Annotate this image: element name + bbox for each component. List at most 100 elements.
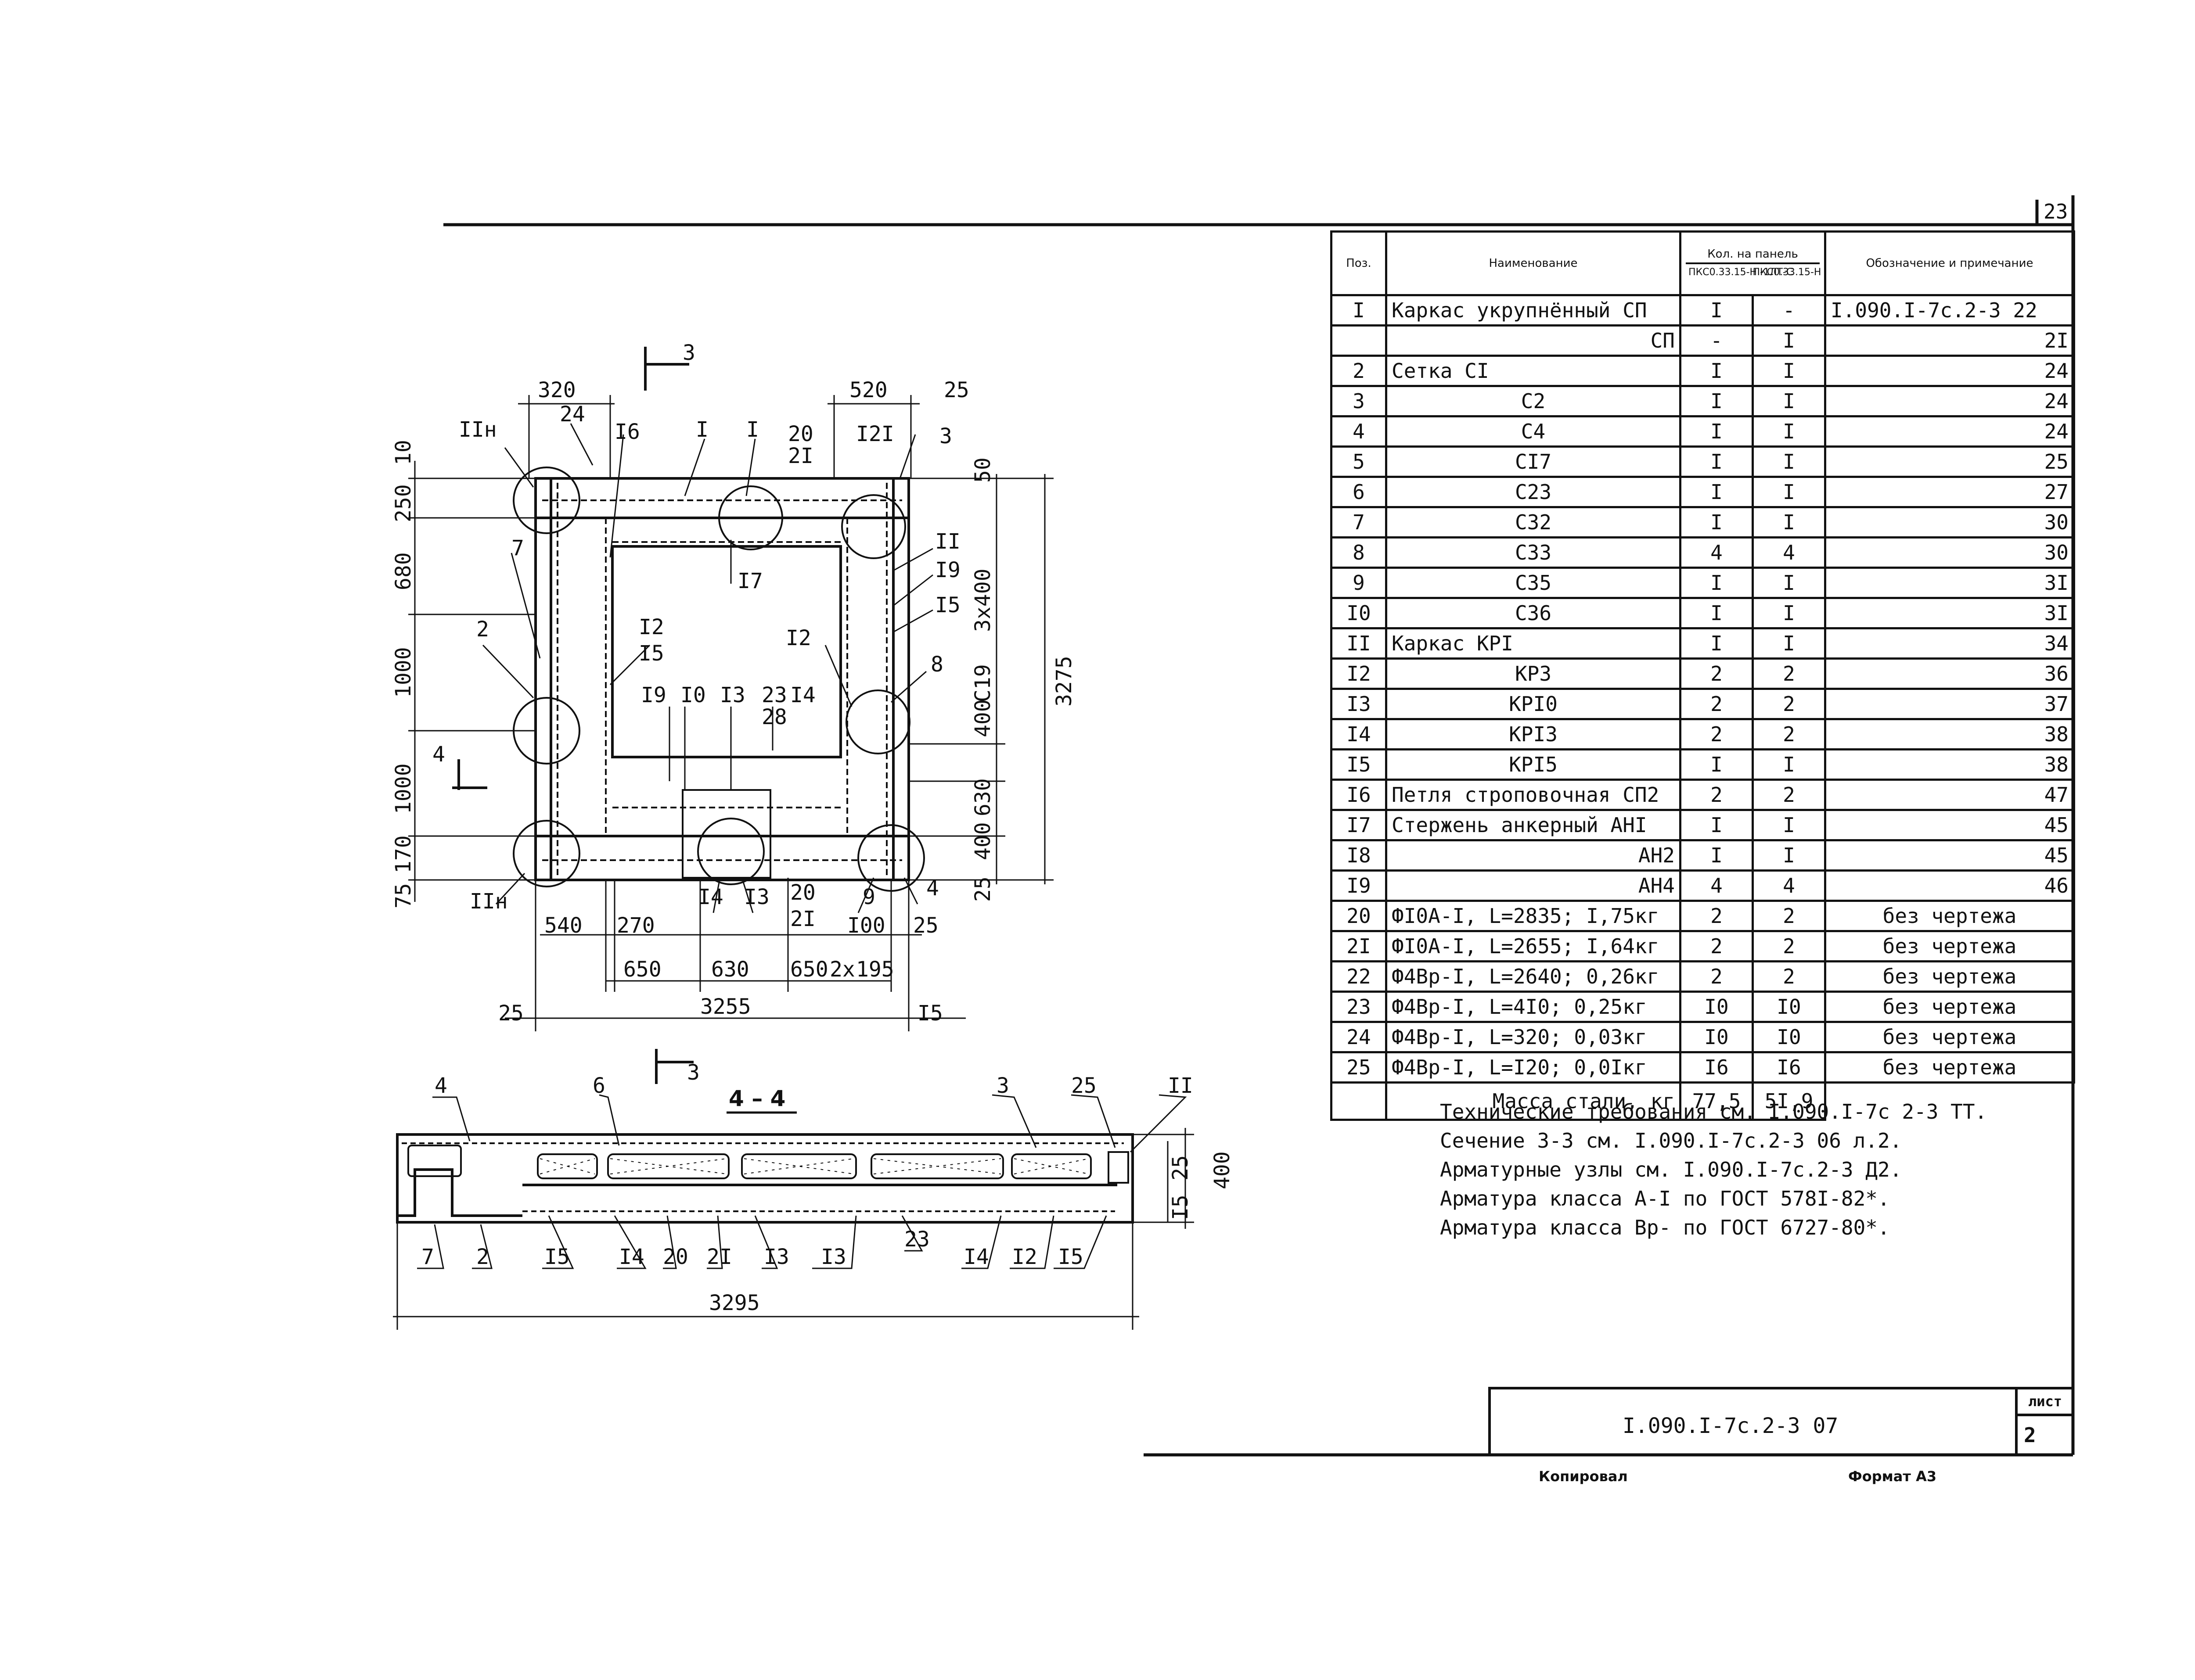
cell-name: Петля строповочная СП2 <box>1385 779 1681 811</box>
dim-right: 400 <box>971 699 995 737</box>
cell-pos: 4 <box>1330 415 1387 448</box>
cell-name: Каркас укрупнённый СП <box>1385 294 1681 327</box>
cell-qty-a: 4 <box>1679 536 1754 569</box>
section-callout: I4 <box>964 1245 989 1269</box>
plan-opening <box>611 545 842 758</box>
footer-copied: Копировал <box>1539 1468 1628 1485</box>
cell-doc: 38 <box>1824 748 2075 781</box>
dim-bottom: 540 <box>544 913 583 938</box>
cell-qty-b: 2 <box>1752 779 1826 811</box>
cell-qty-a: I <box>1679 627 1754 660</box>
header-name: Наименование <box>1385 230 1681 296</box>
section-dim-right: 400 <box>1210 1151 1234 1189</box>
callout: I4 <box>698 885 723 909</box>
section-callout: I3 <box>764 1245 789 1269</box>
cell-pos: I8 <box>1330 839 1387 872</box>
cell-doc: без чертежа <box>1824 900 2075 932</box>
callout: 4 <box>926 876 939 901</box>
cell-doc: без чертежа <box>1824 1021 2075 1053</box>
cell-name: С32 <box>1385 506 1681 538</box>
cell-pos: I <box>1330 294 1387 327</box>
cell-name: С35 <box>1385 567 1681 599</box>
cell-pos: 3 <box>1330 385 1387 417</box>
cell-qty-b: I <box>1752 476 1826 508</box>
cell-name: АН4 <box>1385 869 1681 902</box>
note-line: Арматура класса А-I по ГОСТ 578I-82*. <box>1440 1187 1890 1210</box>
cell-pos <box>1330 324 1387 357</box>
section-mark-bottom: 3 <box>687 1060 700 1085</box>
header-qty: Кол. на панель ПКС0.33.15-Н -1ЛТ-СПКС0.3… <box>1679 230 1826 296</box>
node-circle <box>841 494 906 559</box>
cell-qty-a: 2 <box>1679 960 1754 993</box>
cell-name: КРI0 <box>1385 688 1681 720</box>
cell-qty-a: 2 <box>1679 930 1754 962</box>
cell-doc: 45 <box>1824 839 2075 872</box>
cell-name: ФI0А-I, L=2655; I,64кг <box>1385 930 1681 962</box>
callout: 23 <box>762 683 787 707</box>
cell-pos: I4 <box>1330 718 1387 750</box>
callout: I5 <box>935 593 961 617</box>
callout: 24 <box>560 402 585 427</box>
callout: 2 <box>476 617 489 642</box>
header-qty-label: Кол. на панель <box>1707 248 1798 261</box>
cell-pos: 24 <box>1330 1021 1387 1053</box>
dim-bottom: I00 <box>847 913 885 938</box>
cell-qty-b: 2 <box>1752 657 1826 690</box>
cell-pos: I6 <box>1330 779 1387 811</box>
cell-qty-b: I <box>1752 415 1826 448</box>
section-callout: 2 <box>476 1245 489 1269</box>
callout: 20 <box>788 422 813 446</box>
cell-doc: без чертежа <box>1824 991 2075 1023</box>
cell-name: Ф4Вр-I, L=4I0; 0,25кг <box>1385 991 1681 1023</box>
note-line: Арматурные узлы см. I.090.I-7c.2-3 Д2. <box>1440 1158 1902 1181</box>
cell-doc: 2I <box>1824 324 2075 357</box>
cell-doc: 24 <box>1824 415 2075 448</box>
dim-left: 1000 <box>391 763 416 814</box>
dim-left: 680 <box>391 552 416 590</box>
section-dim-right: 25 <box>1168 1155 1193 1181</box>
cell-qty-b: I <box>1752 355 1826 387</box>
callout: I2 <box>639 615 664 639</box>
cell-qty-a: I <box>1679 355 1754 387</box>
cell-qty-b: I0 <box>1752 1021 1826 1053</box>
dim-left: 250 <box>391 484 416 522</box>
sheet-cell: лист 2 <box>2015 1389 2073 1455</box>
header-doc: Обозначение и примечание <box>1824 230 2075 296</box>
cell-pos: 6 <box>1330 476 1387 508</box>
dim-bottom: 195 <box>856 957 894 982</box>
cell-doc: 27 <box>1824 476 2075 508</box>
cell-qty-b: I <box>1752 627 1826 660</box>
cell-qty-a: I <box>1679 506 1754 538</box>
cell-doc: 37 <box>1824 688 2075 720</box>
cell-pos: I3 <box>1330 688 1387 720</box>
cell-pos: I9 <box>1330 869 1387 902</box>
cell-name: КРI3 <box>1385 718 1681 750</box>
cell-name: С23 <box>1385 476 1681 508</box>
dim-left: 170 <box>391 835 416 873</box>
section-callout: I2 <box>1012 1245 1037 1269</box>
cell-qty-b: 2 <box>1752 900 1826 932</box>
dim-right: 25 <box>971 876 995 902</box>
total-label: Масса стали, кг <box>1385 1081 1681 1121</box>
callout: 7 <box>511 536 524 560</box>
cell-doc: 47 <box>1824 779 2075 811</box>
dim-right-overall: 3275 <box>1052 656 1076 707</box>
cell-qty-a: 4 <box>1679 869 1754 902</box>
node-circle <box>846 689 910 754</box>
cell-qty-b: I <box>1752 324 1826 357</box>
header-qty-sub: ПКС0.33.15-Н -1ЛТ-СПКС0.33.15-Н -2ЛТ-С <box>1686 262 1823 279</box>
node-circle <box>513 820 580 887</box>
callout: IIн <box>459 417 497 442</box>
total-qty-a: 77,5 <box>1679 1081 1754 1121</box>
callout: I <box>696 417 709 442</box>
